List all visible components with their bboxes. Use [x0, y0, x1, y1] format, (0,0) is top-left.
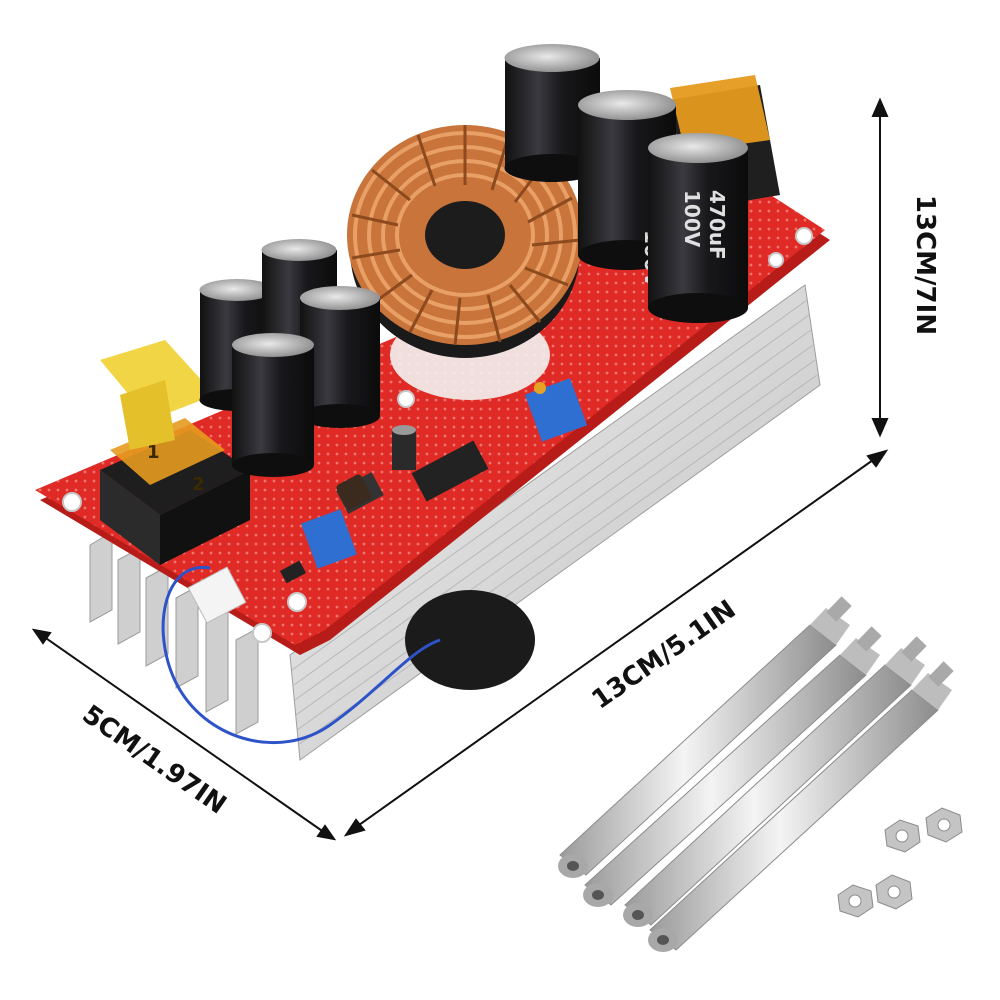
ic-chip — [411, 440, 489, 502]
hex-nut-4 — [875, 874, 913, 910]
fan-connector — [187, 566, 247, 624]
capacitor-large-3: 470uF 100V — [648, 133, 748, 323]
capacitor-value-label: 470uF — [705, 190, 729, 260]
height-dimension-label: 13CM/7IN — [910, 194, 941, 336]
capacitor-small-3 — [300, 286, 380, 428]
capacitor-voltage-label-3: 100V — [680, 190, 704, 248]
potentiometer-right — [524, 378, 588, 442]
standoff-2 — [583, 626, 882, 907]
capacitor-tiny — [392, 425, 416, 470]
hex-nut-1 — [884, 819, 921, 853]
standoff-4 — [648, 661, 954, 952]
pcb-board — [35, 185, 830, 655]
hex-nut-3 — [837, 884, 874, 918]
input-terminal: 1 2 — [100, 418, 250, 565]
terminal-label-2: 2 — [192, 474, 205, 495]
cooling-fan — [405, 590, 535, 690]
length-dimension-arrow — [343, 449, 889, 837]
terminal-label-1: 1 — [147, 442, 160, 463]
potentiometer-left — [301, 509, 357, 569]
height-dimension-arrow — [871, 97, 889, 438]
capacitor-large-1 — [504, 44, 600, 182]
standoff-1 — [558, 596, 852, 878]
width-dimension-arrow — [31, 628, 337, 841]
hex-nut-2 — [925, 807, 963, 843]
capacitor-small-4 — [232, 333, 314, 477]
toroid-inductor — [347, 125, 583, 358]
heatsink — [89, 284, 821, 761]
fan-wire — [161, 566, 441, 745]
standoff-3 — [623, 636, 927, 927]
yellow-jumper — [100, 340, 215, 450]
